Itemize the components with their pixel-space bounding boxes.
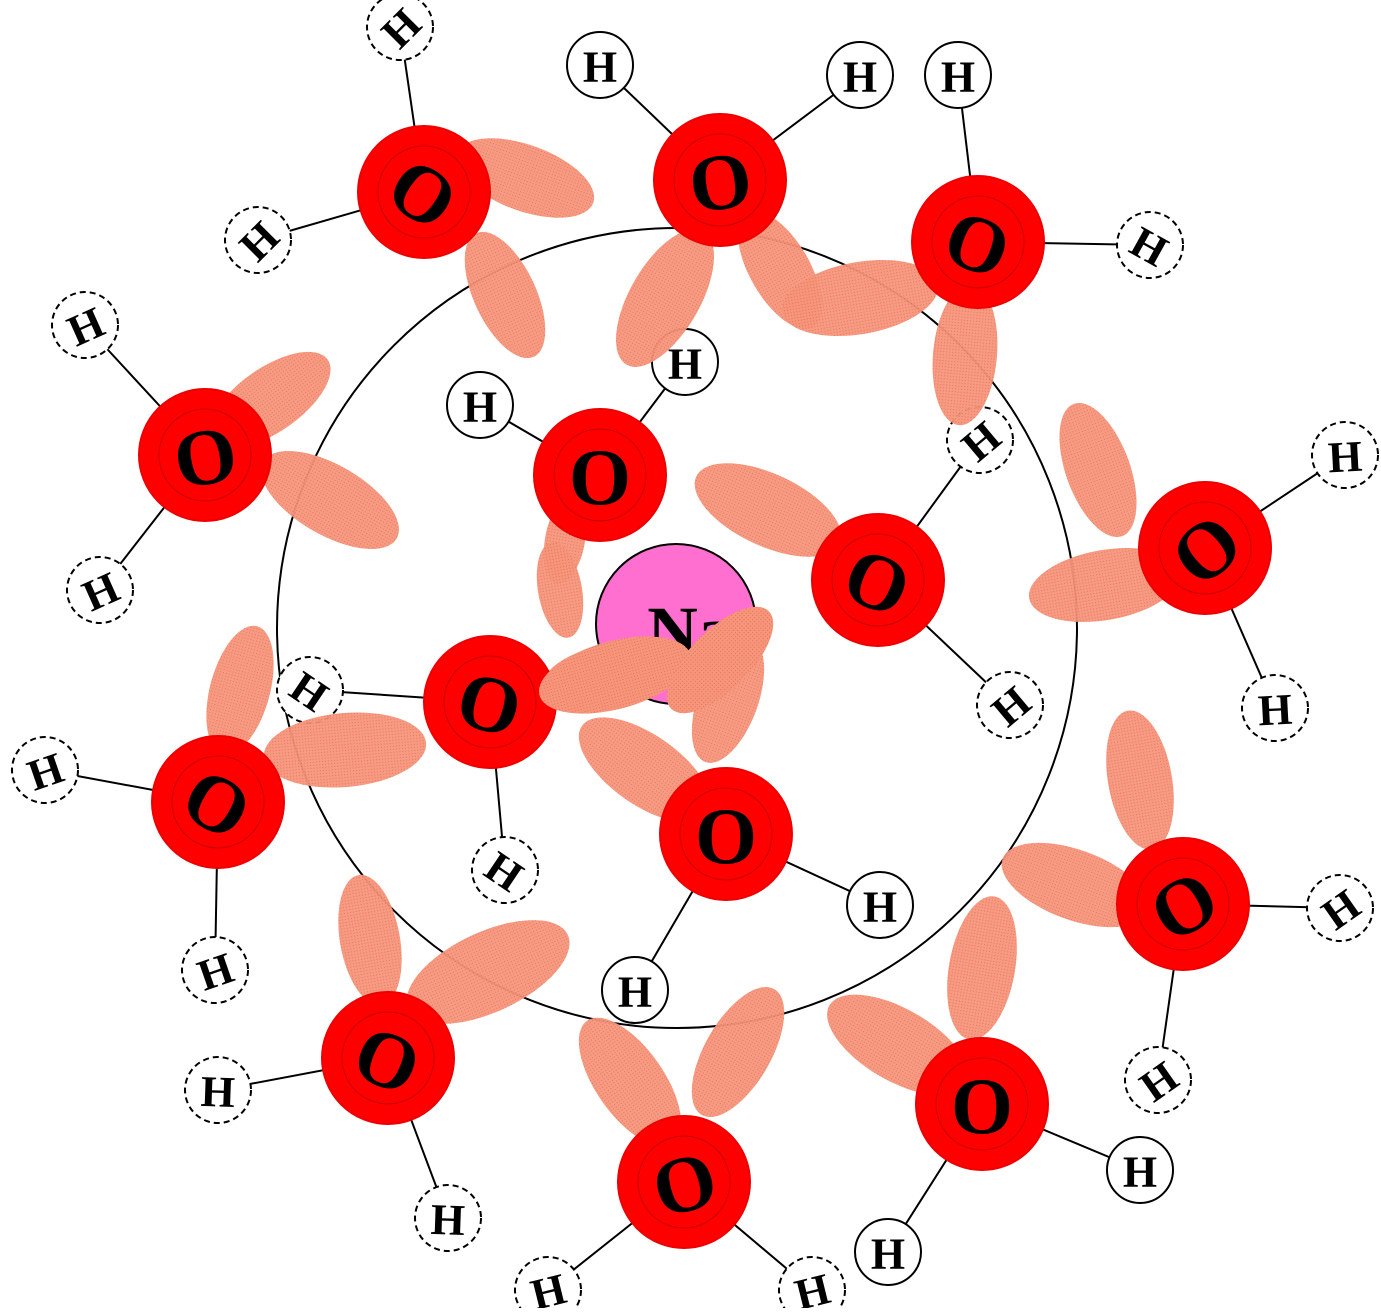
- hydrogen-atom: H: [446, 371, 514, 439]
- hydrogen-atom: H: [1241, 674, 1309, 742]
- hydrogen-atom: H: [1106, 1136, 1174, 1204]
- hydrogen-atom: H: [854, 1218, 922, 1286]
- oxygen-atom: O: [911, 175, 1045, 309]
- hydrogen-atom: H: [514, 1256, 582, 1313]
- lone-pair-lobe: [261, 451, 399, 549]
- oxygen-label: O: [695, 793, 757, 881]
- lone-pair-lobe: [406, 920, 570, 1024]
- hydrogen-label: H: [1123, 1148, 1157, 1197]
- hydrogen-atom: H: [276, 656, 344, 724]
- lone-pair-lobe: [536, 542, 584, 638]
- oxygen-atom: O: [321, 991, 455, 1125]
- hydrogen-atom: H: [976, 671, 1044, 739]
- hydrogen-atom: H: [1124, 1046, 1192, 1114]
- hydrogen-label: H: [668, 340, 702, 389]
- hydrogen-label: H: [200, 1067, 236, 1117]
- oxygen-label: O: [951, 1063, 1013, 1151]
- hydrogen-atom: H: [601, 956, 669, 1024]
- oxygen-atom: O: [915, 1037, 1049, 1171]
- hydrogen-label: H: [871, 1230, 905, 1279]
- hydrogen-atom: H: [1311, 421, 1379, 489]
- oxygen-label: O: [569, 434, 631, 522]
- lone-pair-lobe: [932, 284, 998, 426]
- hydrogen-label: H: [863, 883, 897, 932]
- hydrogen-atom: H: [846, 871, 914, 939]
- oxygen-atom: O: [617, 1115, 751, 1249]
- lone-pair-lobe: [781, 259, 939, 337]
- oxygen-atom: O: [653, 113, 787, 247]
- lone-pair-lobe: [947, 896, 1017, 1040]
- hydrogen-atom: H: [946, 406, 1014, 474]
- hydrogen-label: H: [430, 1195, 466, 1245]
- oxygen-atom: O: [151, 735, 285, 869]
- hydrogen-atom: H: [366, 0, 434, 61]
- oxygen-atom: O: [357, 125, 491, 259]
- oxygen-atom: O: [1116, 837, 1250, 971]
- hydrogen-atom: H: [184, 1056, 252, 1124]
- hydrogen-atom: H: [414, 1184, 482, 1252]
- hydrogen-atom: H: [181, 936, 249, 1004]
- oxygen-label: O: [167, 409, 244, 506]
- lone-pair-lobe: [538, 636, 692, 714]
- lone-pair-lobe: [206, 625, 274, 755]
- lone-pair-lobe: [1059, 402, 1137, 538]
- hydrogen-label: H: [843, 53, 877, 102]
- lone-pair-lobe: [616, 229, 714, 367]
- hydrogen-label: H: [583, 43, 617, 92]
- hydrogen-label: H: [1327, 432, 1364, 483]
- lone-pair-lobe: [464, 231, 546, 359]
- hydrogen-atom: H: [1116, 211, 1184, 279]
- oxygen-atom: O: [811, 513, 945, 647]
- oxygen-atom: O: [533, 408, 667, 542]
- hydrogen-label: H: [463, 383, 497, 432]
- oxygen-atom: O: [659, 767, 793, 901]
- oxygen-atom: O: [138, 388, 272, 522]
- hydrogen-atom: H: [826, 41, 894, 109]
- hydrogen-atom: H: [566, 31, 634, 99]
- lone-pair-lobe: [338, 874, 402, 1006]
- hydrogen-label: H: [1257, 685, 1294, 736]
- hydrogen-atom: H: [66, 556, 134, 624]
- hydrogen-atom: H: [1306, 874, 1374, 942]
- hydrogen-label: H: [941, 53, 975, 102]
- lone-pair-lobe: [578, 1017, 682, 1147]
- hydrogen-atom: H: [778, 1256, 846, 1313]
- lone-pair-lobe: [1001, 842, 1149, 928]
- hydrogen-label: H: [618, 968, 652, 1017]
- hydrogen-atom: H: [471, 836, 539, 904]
- lone-pair-lobe: [1106, 710, 1174, 850]
- lone-pair-lobe: [263, 712, 427, 788]
- hydrogen-atom: H: [11, 736, 79, 804]
- lone-pair-lobe: [666, 606, 774, 714]
- oxygen-atom: O: [1138, 481, 1272, 615]
- hydrogen-atom: H: [924, 41, 992, 109]
- lone-pair-lobe: [694, 463, 842, 557]
- oxygen-atom: O: [423, 635, 557, 769]
- hydrogen-atom: H: [51, 291, 119, 359]
- oxygen-label: O: [683, 135, 757, 231]
- hydrogen-atom: H: [224, 206, 292, 274]
- lone-pair-lobe: [691, 986, 785, 1118]
